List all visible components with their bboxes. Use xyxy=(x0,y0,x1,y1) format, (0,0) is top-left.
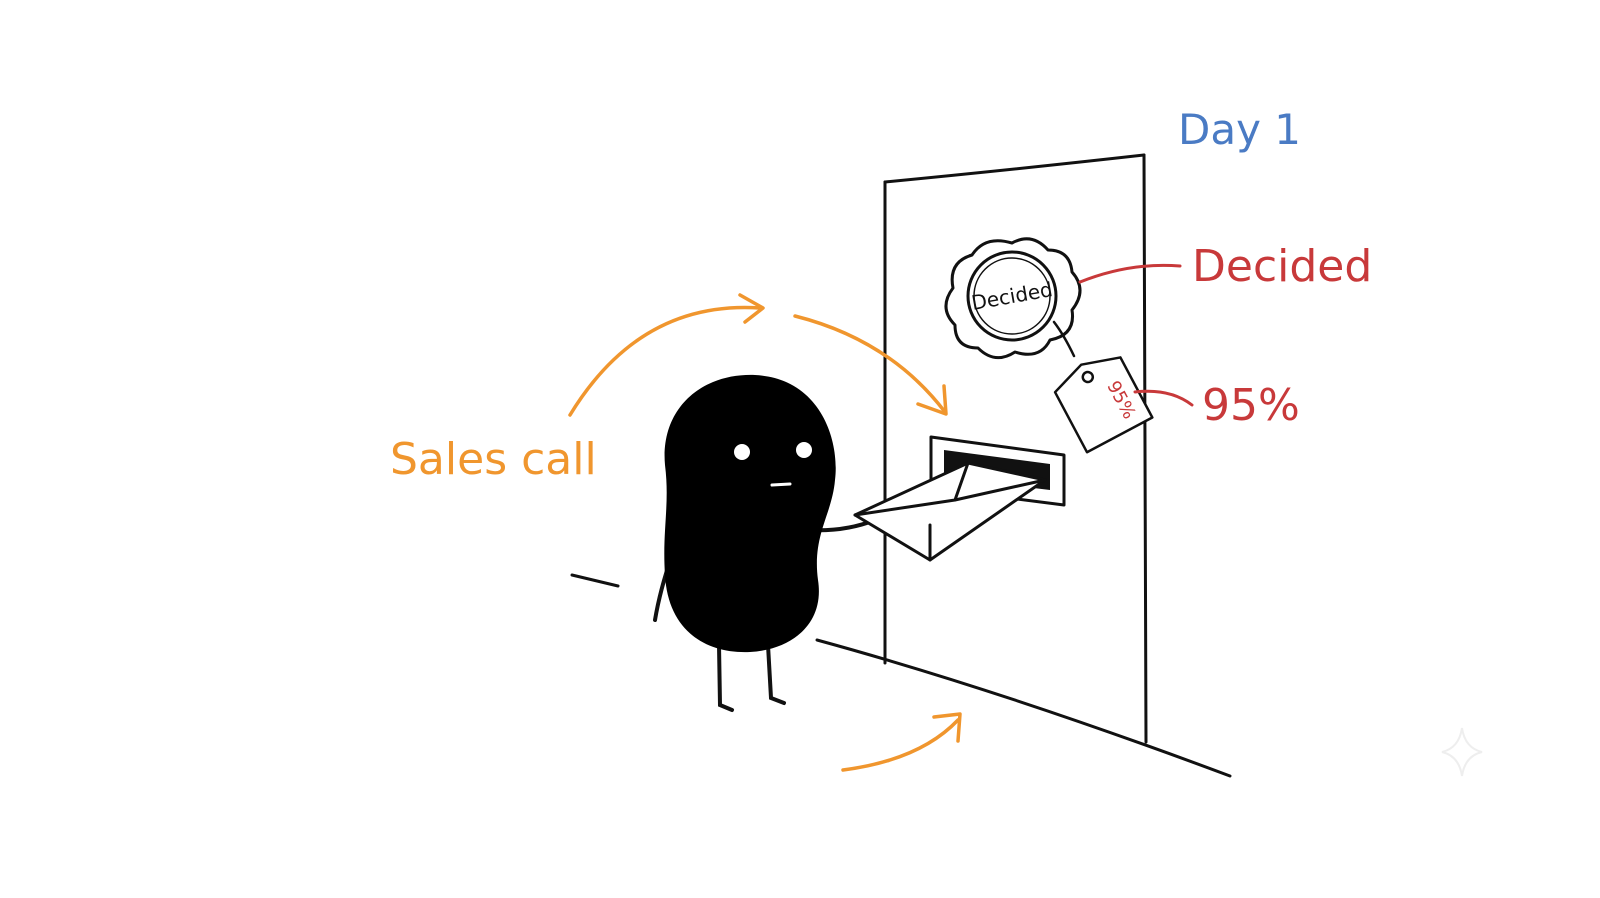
leader-lines xyxy=(1078,263,1194,407)
sales-call-label: Sales call xyxy=(390,434,597,485)
arrow-head-bottom xyxy=(932,712,962,743)
mouth xyxy=(770,482,792,487)
arrow-head-top xyxy=(738,293,765,324)
right-eye xyxy=(796,442,812,458)
floor-lines xyxy=(570,573,1232,778)
price-tag-icon: 95% xyxy=(1053,356,1154,454)
tag-string xyxy=(1052,320,1076,358)
bean-character-icon xyxy=(653,374,877,712)
percent-label: 95% xyxy=(1202,380,1300,431)
day-label: Day 1 xyxy=(1178,105,1301,154)
percent-leader xyxy=(1133,389,1194,407)
sparkle-icon xyxy=(1441,727,1483,777)
envelope-icon xyxy=(853,461,1047,562)
arrow-top-to-slot xyxy=(793,314,947,414)
left-eye xyxy=(734,444,750,460)
flow-arrows xyxy=(568,293,962,772)
arrow-bottom xyxy=(841,718,960,772)
arrow-head-slot xyxy=(916,384,948,416)
wax-seal-icon: Decided xyxy=(944,237,1082,360)
arrow-sales-to-top xyxy=(568,305,762,417)
decided-leader xyxy=(1078,263,1182,284)
door-icon xyxy=(883,153,1148,744)
decided-label: Decided xyxy=(1192,241,1372,292)
